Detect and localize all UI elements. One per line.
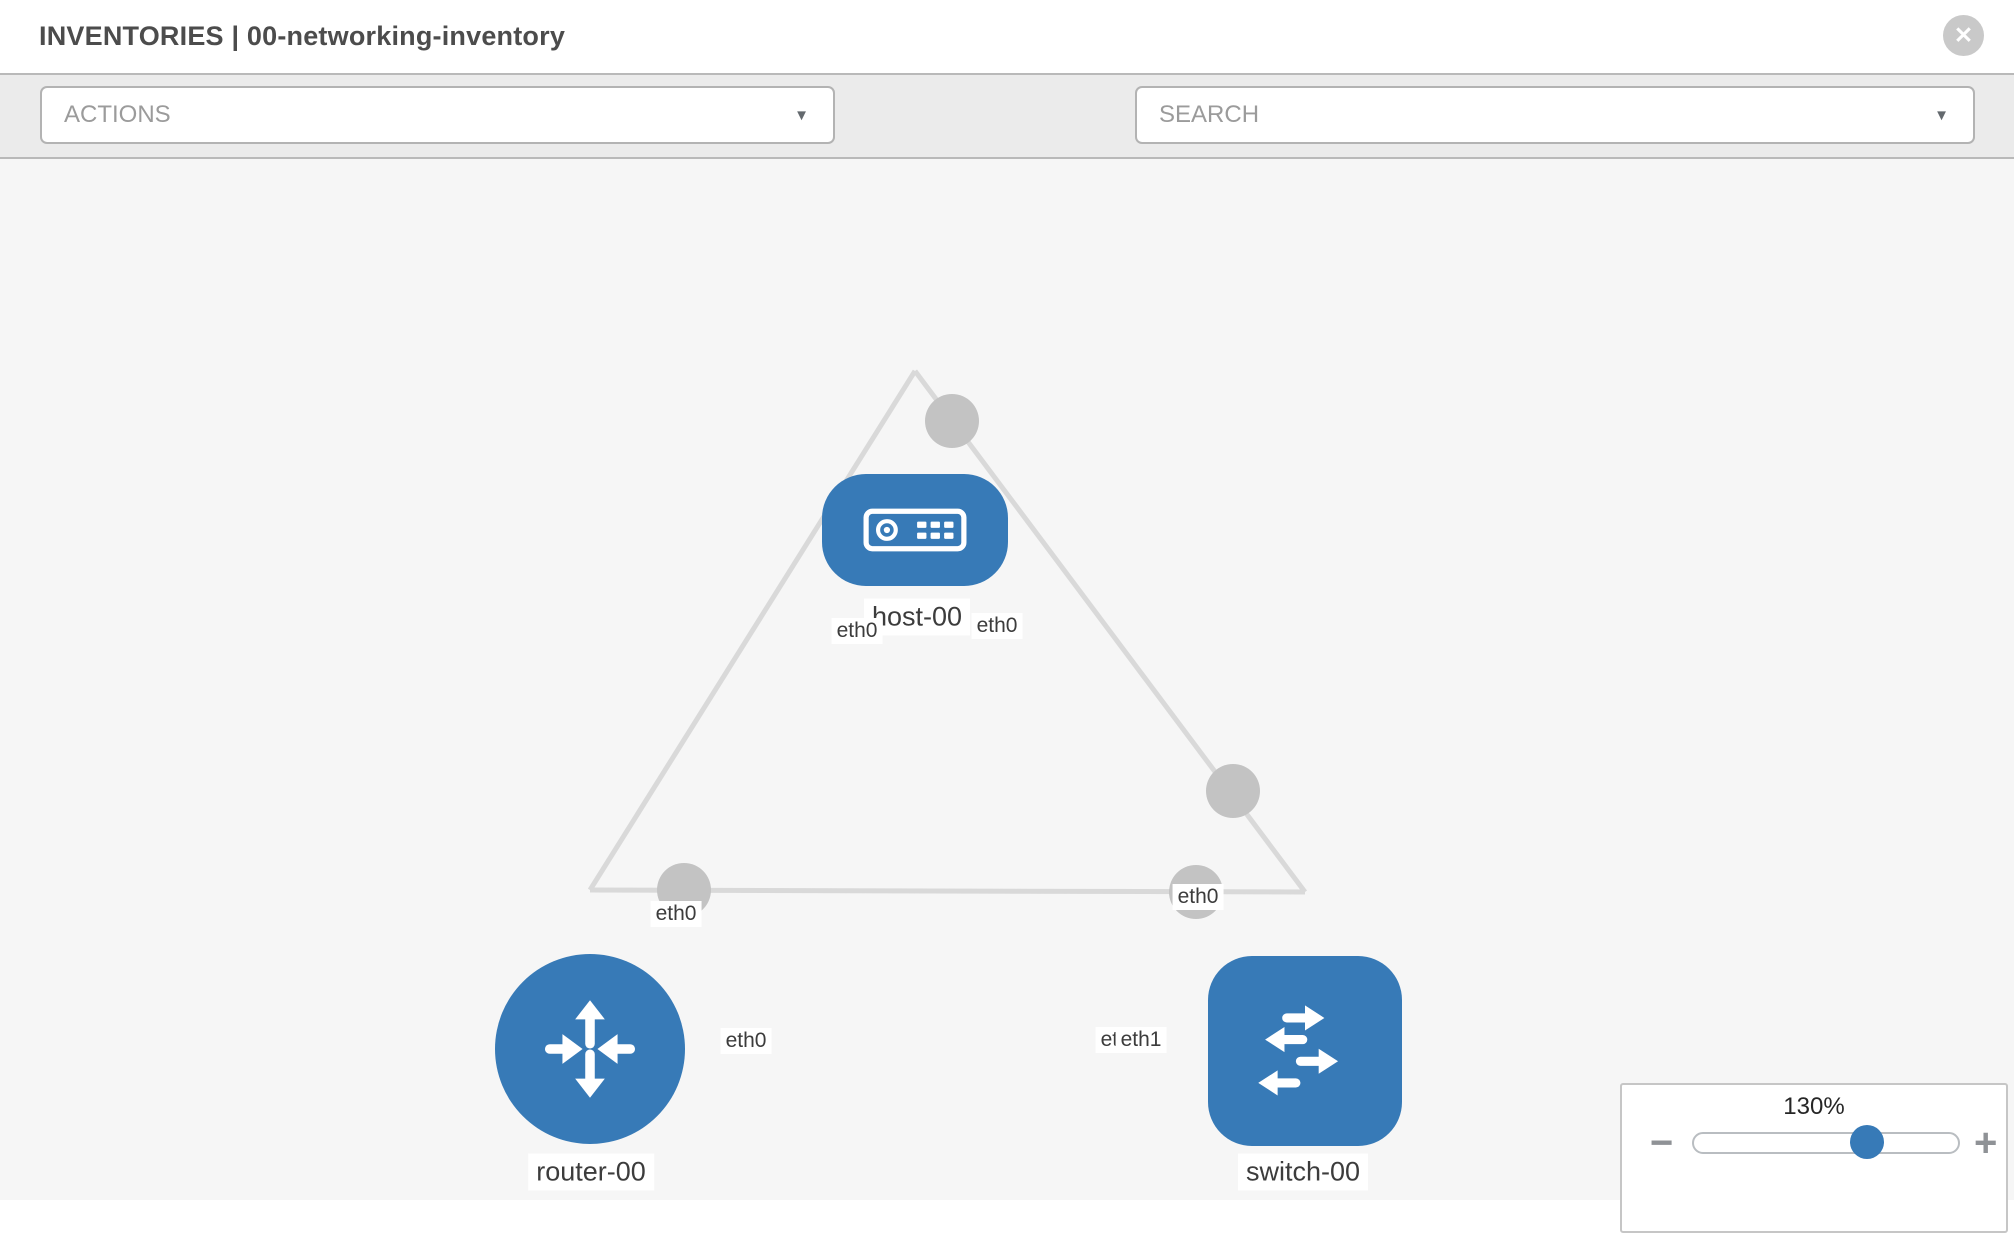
interface-label-router-eth0-right: eth0 — [720, 1028, 772, 1054]
close-button[interactable]: ✕ — [1943, 15, 1984, 56]
zoom-slider[interactable] — [1692, 1125, 1960, 1159]
zoom-out-button[interactable]: − — [1650, 1121, 1674, 1165]
interface-label-switch-eth1: eth1 — [1115, 1027, 1167, 1053]
topology-links — [587, 369, 1308, 919]
switch-icon — [1258, 1005, 1339, 1096]
interface-label-host-eth0-left: eth0 — [831, 618, 883, 644]
topology-canvas[interactable]: host-00 router-00 switch-00 eth0 eth0 et… — [0, 159, 2014, 1200]
node-switch-00[interactable] — [1208, 956, 1402, 1146]
node-label-switch: switch-00 — [1237, 1153, 1369, 1191]
node-label-router: router-00 — [528, 1153, 654, 1191]
host-icon — [863, 508, 967, 552]
router-icon — [544, 1000, 636, 1098]
search-dropdown-label: SEARCH — [1159, 101, 1260, 128]
toolbar: ACTIONS ▼ SEARCH ▼ — [0, 75, 2014, 207]
caret-down-icon: ▼ — [1934, 106, 1949, 124]
page-title: INVENTORIES | 00-networking-inventory — [39, 21, 566, 51]
interface-connector — [925, 394, 979, 448]
node-router-00[interactable] — [495, 954, 685, 1144]
search-dropdown[interactable]: SEARCH ▼ — [1135, 86, 1975, 144]
zoom-in-button[interactable]: + — [1974, 1121, 1998, 1165]
actions-dropdown-label: ACTIONS — [64, 101, 171, 128]
actions-dropdown[interactable]: ACTIONS ▼ — [40, 86, 835, 144]
interface-label-switch-eth0-top: eth0 — [1172, 884, 1224, 910]
interface-connector — [1206, 764, 1260, 818]
caret-down-icon: ▼ — [794, 106, 809, 124]
close-icon: ✕ — [1953, 22, 1974, 48]
zoom-level: 130% — [1783, 1093, 1845, 1120]
zoom-slider-thumb[interactable] — [1850, 1125, 1884, 1159]
node-host-00[interactable] — [822, 474, 1008, 586]
interface-label-host-eth0-right: eth0 — [971, 613, 1023, 639]
zoom-panel: 130% − + — [1620, 1083, 2008, 1233]
interface-label-router-eth0-top: eth0 — [650, 901, 702, 927]
header: INVENTORIES | 00-networking-inventory ✕ — [0, 0, 2014, 75]
